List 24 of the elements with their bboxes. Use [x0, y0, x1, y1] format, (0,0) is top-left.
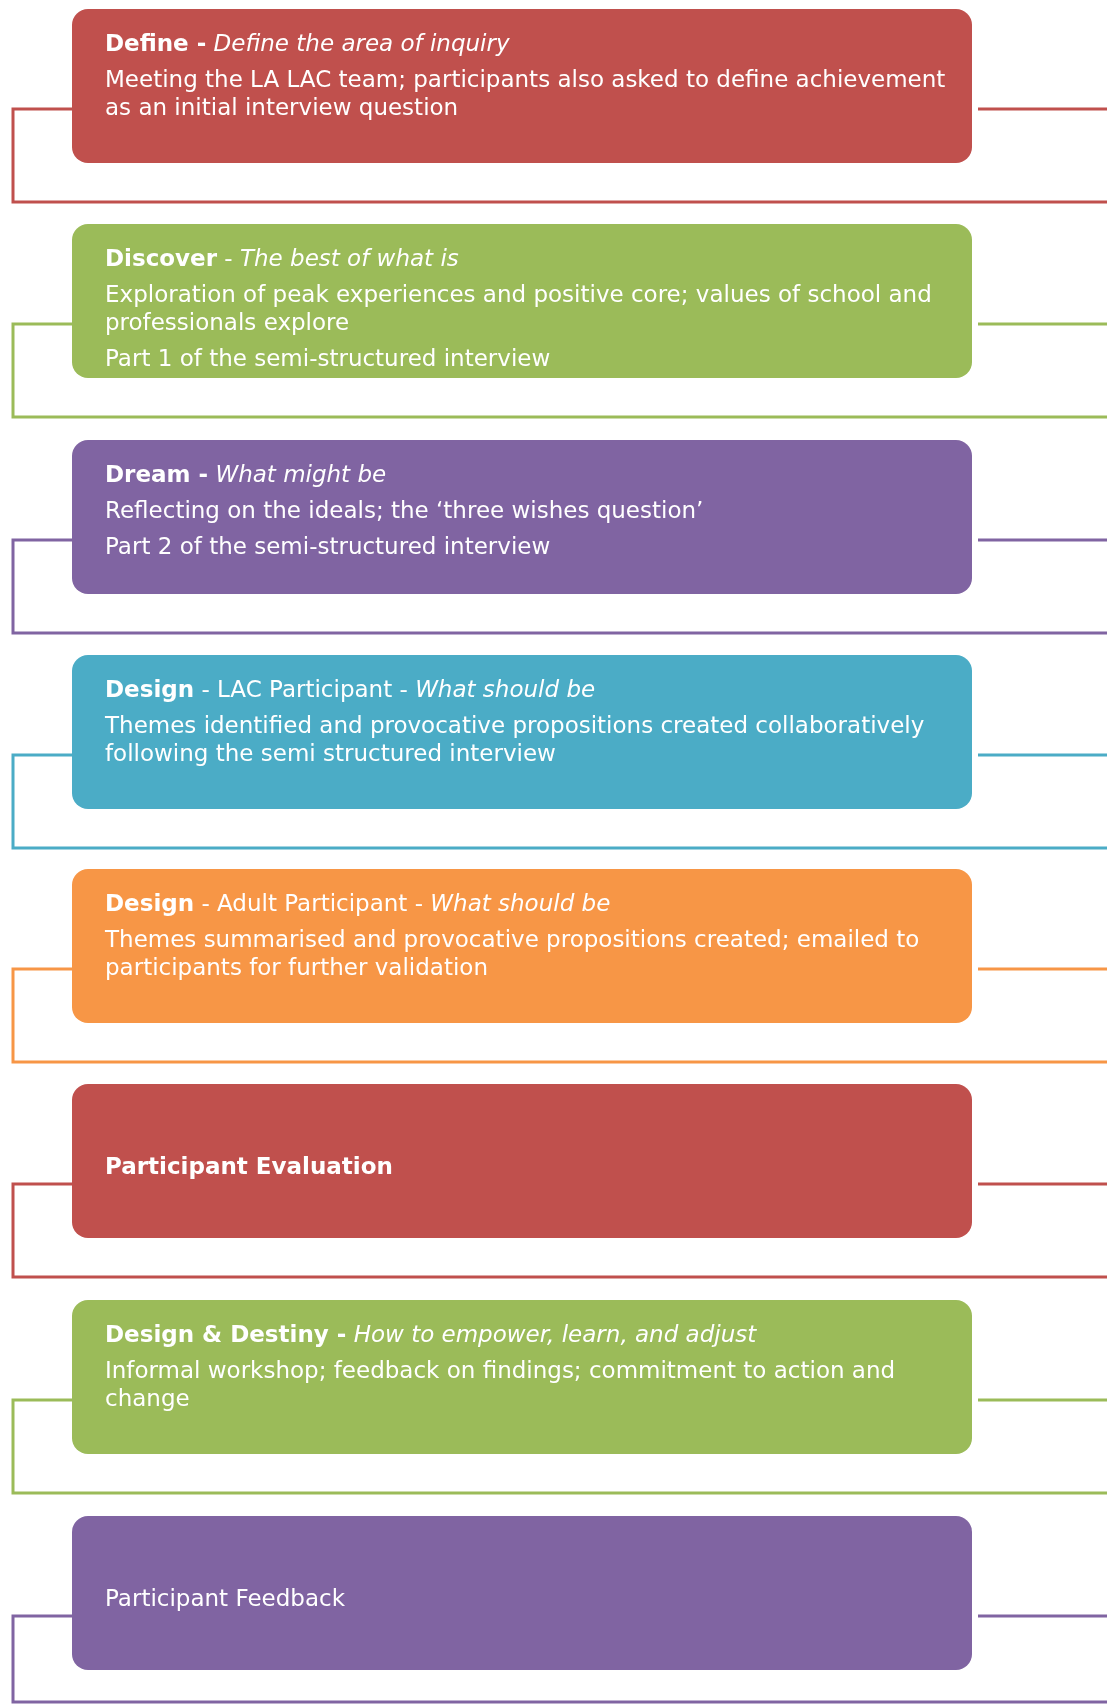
stage-title: Participant Feedback: [105, 1584, 346, 1612]
stage-box: [72, 655, 972, 809]
stage-title: Participant Evaluation: [105, 1152, 394, 1180]
stage-heading: Discover - The best of what is: [105, 244, 460, 272]
stage-box: [72, 869, 972, 1023]
stage-description: Reflecting on the ideals; the ‘three wishes question’: [105, 496, 705, 524]
stage-heading: Design & Destiny - How to empower, learn, and adjust: [105, 1320, 758, 1348]
stage-box: [72, 9, 972, 163]
stage-description: Themes identified and provocative propositions created collaboratively following the semi structured interview: [105, 711, 926, 767]
stage-box: [72, 224, 972, 378]
stage-heading: Design - Adult Participant - What should be: [105, 889, 612, 917]
stage-box: [72, 1300, 972, 1454]
stage-heading: Dream - What might be: [105, 460, 388, 488]
stage-box: [72, 1084, 972, 1238]
stage-description: Exploration of peak experiences and positive core; values of school and professionals explore: [105, 280, 933, 336]
stage-description: Part 2 of the semi-structured interview: [105, 532, 552, 560]
stage-heading: Define - Define the area of inquiry: [105, 29, 511, 57]
stage-description: Meeting the LA LAC team; participants also asked to define achievement as an initial interview question: [105, 65, 947, 121]
stage-heading: Design - LAC Participant - What should be: [105, 675, 597, 703]
stage-box: [72, 1516, 972, 1670]
stage-description: Part 1 of the semi-structured interview: [105, 344, 552, 372]
stage-description: Informal workshop; feedback on findings; commitment to action and change: [105, 1356, 897, 1412]
stage-box: [72, 440, 972, 594]
stage-description: Themes summarised and provocative propositions created; emailed to participants for further validation: [105, 925, 921, 981]
